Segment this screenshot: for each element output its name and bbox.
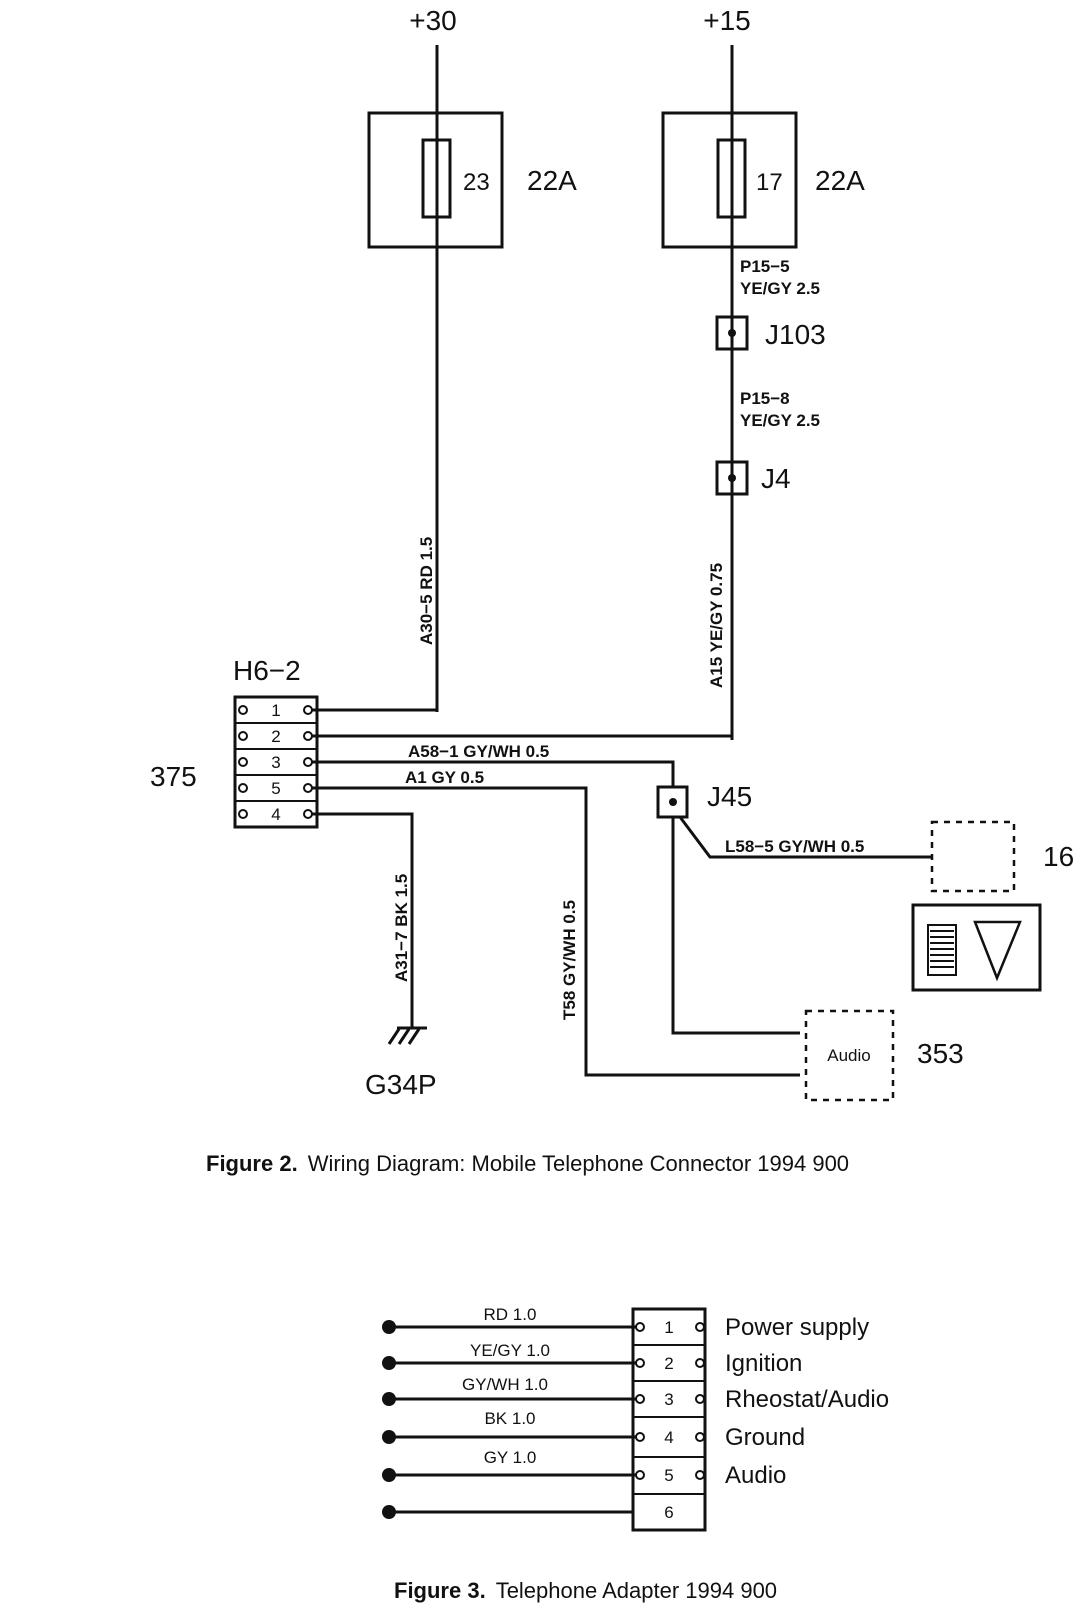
pin-label: 2 xyxy=(664,1354,673,1373)
wire-a31-7-label: A31−7 BK 1.5 xyxy=(392,874,411,982)
supply-30-label: +30 xyxy=(409,5,457,36)
fuse-box-right xyxy=(661,111,798,249)
fuse-17-symbol xyxy=(716,138,747,219)
wire-a15-label: A15 YE/GY 0.75 xyxy=(707,563,726,688)
pin-function: Ground xyxy=(725,1424,805,1451)
audio-box xyxy=(804,1009,895,1102)
junction-j103-symbol xyxy=(715,315,749,351)
fuse-23-rating: 22A xyxy=(527,165,577,196)
connector-h6-2-pins: 1 2 3 5 4 xyxy=(235,701,317,824)
pin-function: Rheostat/Audio xyxy=(725,1386,889,1413)
pin-label: 5 xyxy=(664,1466,673,1485)
pin-function: Power supply xyxy=(725,1314,869,1341)
wire-pin4 xyxy=(312,812,414,1028)
junction-j4-label: J4 xyxy=(761,463,791,494)
figure-2-caption-prefix: Figure 2. xyxy=(206,1151,298,1176)
junction-j4-symbol xyxy=(715,460,749,496)
ground-icon xyxy=(387,1026,427,1045)
pin-label: 6 xyxy=(664,1503,673,1522)
pin-label: 1 xyxy=(271,701,280,720)
wire-spec: BK 1.0 xyxy=(484,1409,535,1428)
adapter-row-1: RD 1.0 1 Power supply xyxy=(382,1305,869,1341)
component-16-label: 16 xyxy=(1043,841,1074,872)
wire-p15-5-spec: YE/GY 2.5 xyxy=(740,279,820,298)
fuse-23-symbol xyxy=(421,138,452,219)
component-353-label: 353 xyxy=(917,1038,964,1069)
wire-spec: RD 1.0 xyxy=(484,1305,537,1324)
figure-2-caption-text: Wiring Diagram: Mobile Telephone Connect… xyxy=(308,1151,849,1176)
wire-t58-label: T58 GY/WH 0.5 xyxy=(560,900,579,1020)
wire-p15-8-spec: YE/GY 2.5 xyxy=(740,411,820,430)
adapter-row-4: BK 1.0 4 Ground xyxy=(382,1409,805,1451)
junction-j45-dot xyxy=(669,798,677,806)
figure-2-caption: Figure 2. Wiring Diagram: Mobile Telephon… xyxy=(206,1151,849,1176)
pin-function: Ignition xyxy=(725,1350,802,1377)
audio-box-label: Audio xyxy=(827,1046,870,1065)
wire-p15-8-code: P15−8 xyxy=(740,389,790,408)
component-16-box xyxy=(930,820,1016,893)
adapter-row-dividers xyxy=(633,1344,705,1495)
wire-l58-5 xyxy=(678,816,932,859)
pin-label: 2 xyxy=(271,727,280,746)
adapter-row-6: 6 xyxy=(382,1503,674,1522)
wire-spec: GY 1.0 xyxy=(484,1448,537,1467)
junction-j103-dot xyxy=(728,329,736,337)
supply-15-label: +15 xyxy=(703,5,751,36)
adapter-row-3: GY/WH 1.0 3 Rheostat/Audio xyxy=(382,1375,889,1413)
fuse-17-number: 17 xyxy=(756,169,783,196)
figure-3-caption-prefix: Figure 3. xyxy=(394,1578,486,1603)
wire-pin3 xyxy=(312,760,675,787)
ground-g34p-label: G34P xyxy=(365,1069,437,1100)
pin-label: 5 xyxy=(271,779,280,798)
figure-3-caption: Figure 3. Telephone Adapter 1994 900 xyxy=(394,1578,777,1603)
wire-spec: GY/WH 1.0 xyxy=(462,1375,548,1394)
wire-p15-5-code: P15−5 xyxy=(740,257,790,276)
wire-a30-5-label: A30−5 RD 1.5 xyxy=(417,537,436,645)
wire-l58-5-label: L58−5 GY/WH 0.5 xyxy=(725,837,864,856)
pin-label: 4 xyxy=(664,1428,673,1447)
wire-j45-audio xyxy=(671,817,800,1035)
wire-a1-label: A1 GY 0.5 xyxy=(405,768,484,787)
wire-spec: YE/GY 1.0 xyxy=(470,1341,550,1360)
pin-function: Audio xyxy=(725,1462,786,1489)
adapter-row-5: GY 1.0 5 Audio xyxy=(382,1448,786,1489)
pin-label: 3 xyxy=(664,1390,673,1409)
figure-2: +30 +15 23 22A 17 22A P15−5 YE/GY 2.5 J1… xyxy=(150,5,1074,1176)
junction-j45-label: J45 xyxy=(707,781,752,812)
fuse-23-number: 23 xyxy=(463,169,490,196)
adapter-row-2: YE/GY 1.0 2 Ignition xyxy=(382,1341,802,1377)
junction-j103-label: J103 xyxy=(765,319,826,350)
figure-3-caption-text: Telephone Adapter 1994 900 xyxy=(496,1578,777,1603)
rheostat-switch-icon xyxy=(911,903,1042,992)
pin-label: 3 xyxy=(271,753,280,772)
fuse-box-left xyxy=(367,111,504,249)
pin-label: 1 xyxy=(664,1318,673,1337)
junction-j4-dot xyxy=(728,474,736,482)
component-375-label: 375 xyxy=(150,761,197,792)
figure-3: RD 1.0 1 Power supply YE/GY 1.0 2 Igniti… xyxy=(382,1305,889,1603)
telephone-adapter-body xyxy=(631,1307,707,1532)
pin-label: 4 xyxy=(271,805,280,824)
fuse-17-rating: 22A xyxy=(815,165,865,196)
wire-pin5 xyxy=(312,786,800,1077)
wire-a58-1-label: A58−1 GY/WH 0.5 xyxy=(408,742,549,761)
connector-h6-2-label: H6−2 xyxy=(233,655,301,686)
wire-pin2 xyxy=(312,734,734,740)
